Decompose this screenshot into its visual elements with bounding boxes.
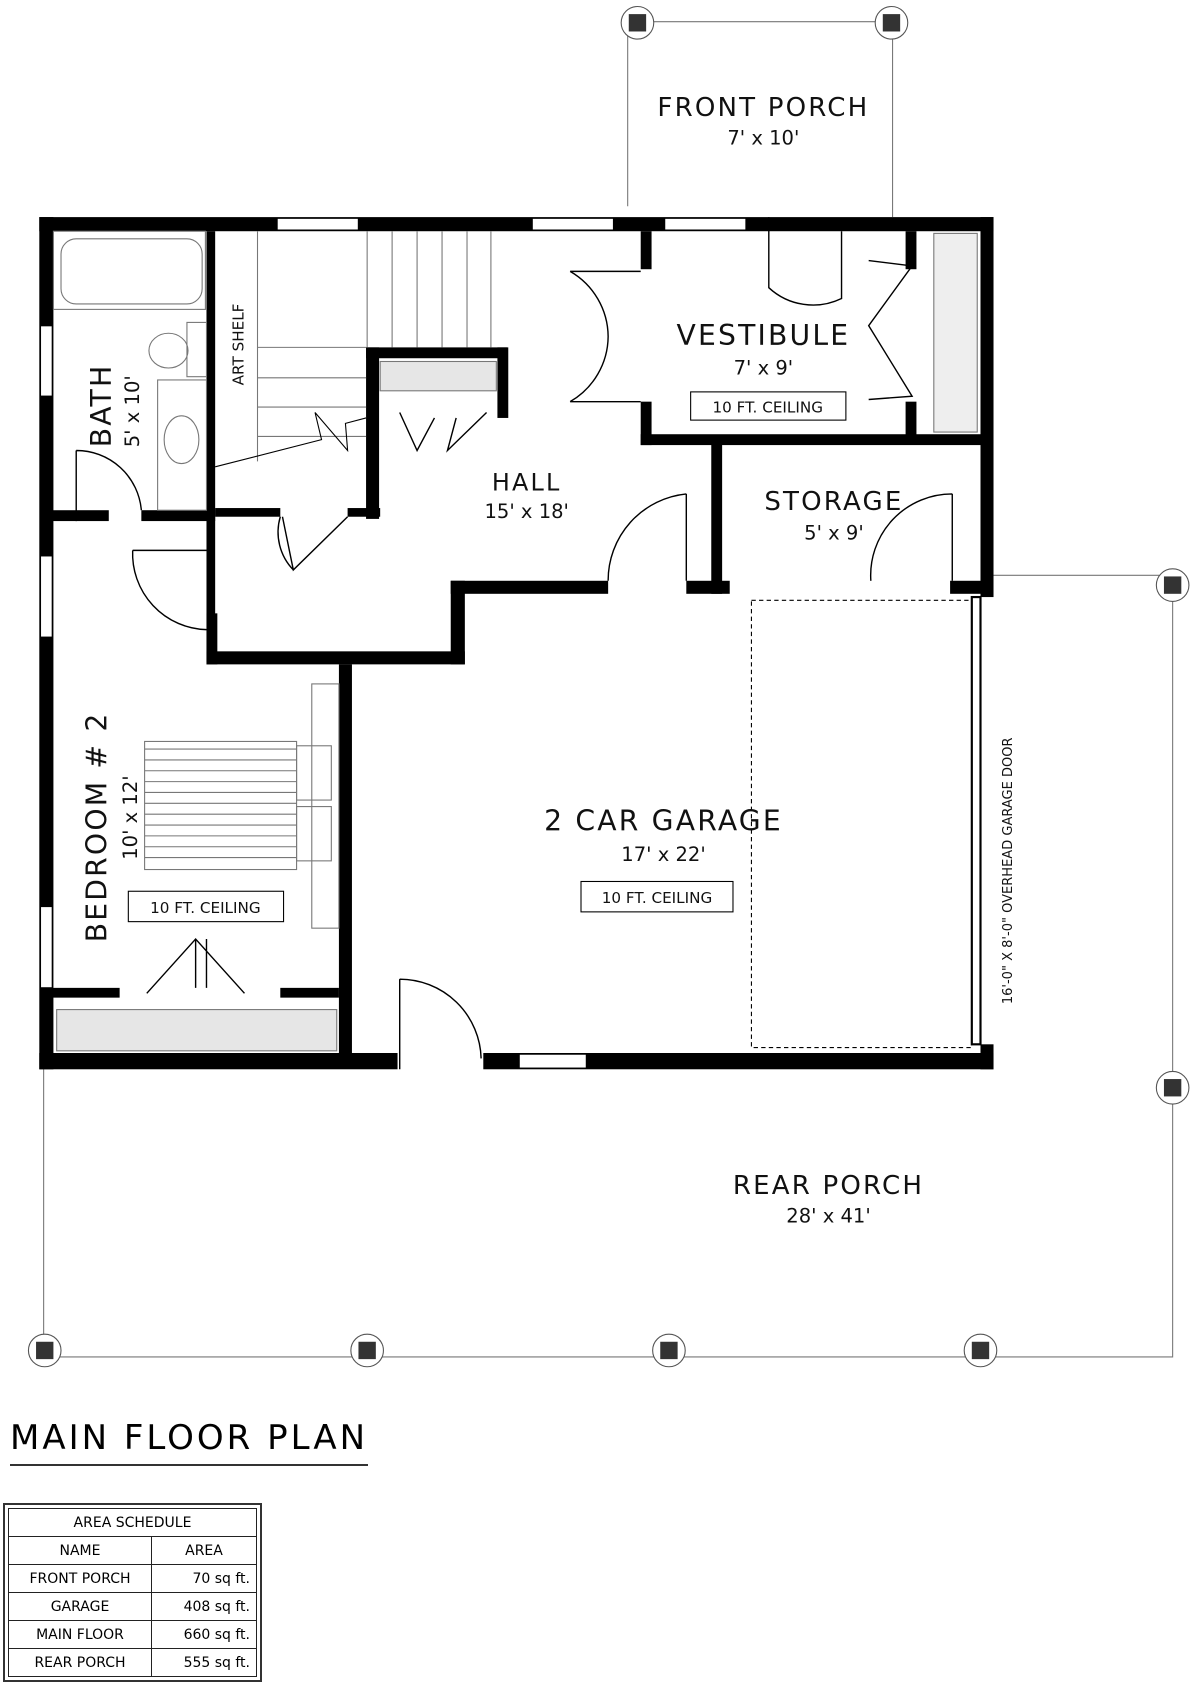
porch-outlines (43, 21, 1174, 1358)
rear-porch-label: REAR PORCH (733, 1171, 924, 1201)
bath-label: BATH (85, 364, 118, 448)
garage-label: 2 CAR GARAGE (544, 804, 783, 837)
post-icon (1155, 568, 1190, 602)
row-name: REAR PORCH (8, 1648, 152, 1677)
post-icon (963, 1333, 998, 1368)
storage-size: 5' x 9' (804, 522, 864, 545)
post-icon (350, 1333, 384, 1368)
walls (39, 217, 994, 1070)
row-name: GARAGE (8, 1592, 152, 1621)
bed (144, 683, 340, 929)
header-area: AREA (151, 1536, 257, 1565)
bedroom-size: 10' x 12' (119, 775, 142, 859)
storage-label: STORAGE (764, 487, 903, 517)
rear-porch-size: 28' x 41' (786, 1204, 870, 1227)
row-area: 555 sq ft. (151, 1648, 257, 1677)
post-icon (874, 5, 909, 40)
post-icon (620, 5, 655, 40)
row-name: FRONT PORCH (8, 1564, 152, 1593)
vestibule-ceiling: 10 FT. CEILING (712, 399, 823, 417)
header-name: NAME (8, 1536, 152, 1565)
post-icon (652, 1333, 686, 1368)
vestibule-size: 7' x 9' (734, 357, 794, 380)
fixtures (52, 230, 978, 1052)
row-name: MAIN FLOOR (8, 1620, 152, 1649)
porch-posts (27, 5, 1190, 1368)
hall-size: 15' x 18' (485, 500, 569, 523)
plan-title: MAIN FLOOR PLAN (10, 1418, 369, 1466)
doors (75, 217, 953, 1070)
front-porch-size: 7' x 10' (727, 126, 799, 149)
post-icon (27, 1333, 62, 1368)
bedroom-label: BEDROOM # 2 (81, 712, 114, 943)
table-title: AREA SCHEDULE (8, 1508, 257, 1537)
windows (39, 217, 747, 1069)
hall-label: HALL (492, 469, 562, 497)
garage-ceiling: 10 FT. CEILING (602, 889, 713, 907)
vestibule-label: VESTIBULE (677, 319, 851, 352)
garage-door-label: 16'-0" X 8'-0" OVERHEAD GARAGE DOOR (1001, 737, 1016, 1004)
front-porch-label: FRONT PORCH (657, 93, 869, 123)
stairs (215, 231, 492, 468)
art-shelf-label: ART SHELF (229, 304, 247, 386)
post-icon (1155, 1070, 1190, 1105)
row-area: 660 sq ft. (151, 1620, 257, 1649)
bath-size: 5' x 10' (121, 375, 144, 447)
bedroom-ceiling: 10 FT. CEILING (150, 899, 261, 917)
row-area: 408 sq ft. (151, 1592, 257, 1621)
garage-size: 17' x 22' (621, 843, 705, 866)
row-area: 70 sq ft. (151, 1564, 257, 1593)
